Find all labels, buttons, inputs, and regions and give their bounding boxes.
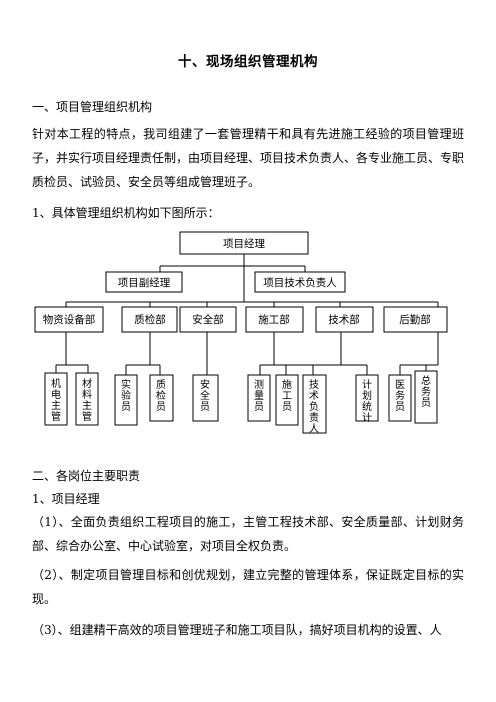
org-staff-char: 术 (309, 390, 319, 402)
org-staff-char: 机 (51, 377, 61, 390)
section1-sub: 1、具体管理组织机构如下图所示： (32, 206, 220, 220)
org-box-dept-safety (179, 306, 237, 333)
org-staff-char: 务 (421, 385, 431, 398)
org-box-staff-general (414, 370, 438, 424)
org-label-tech-lead: 项目技术负责人 (263, 276, 337, 289)
org-staff-char: 员 (254, 401, 264, 413)
org-box-deputy (105, 271, 183, 293)
org-box-staff-planning (355, 374, 379, 422)
page-title: 十、现场组织管理机构 (178, 54, 318, 70)
org-staff-char: 管 (51, 410, 61, 423)
org-staff-char: 医 (395, 379, 405, 391)
org-box-staff-material (75, 372, 99, 426)
org-chart: 项目经理 项目副经理 项目技术负责人 物资设备部 质检部 安全部 施工部 技术部… (34, 231, 448, 435)
org-staff-char: 料 (82, 388, 92, 401)
org-label-dept: 技术部 (328, 313, 360, 326)
org-label-dept: 施工部 (258, 313, 290, 326)
org-staff-char: 实 (121, 378, 131, 391)
org-label-dept: 物资设备部 (43, 313, 96, 326)
org-staff-char: 员 (121, 401, 131, 413)
duty-2: （2）、制定项目管理目标和创优规划，建立完整的管理体系，保证既定目标的实现。 (32, 568, 464, 606)
org-staff-char: 员 (395, 401, 405, 413)
duty-1: （1）、全面负责组织工程项目的施工，主管工程技术部、安全质量部、计划财务部、综合… (32, 515, 464, 553)
section2-heading: 二、各岗位主要职责 (32, 469, 141, 483)
section2-sub1: 1、项目经理 (32, 492, 100, 506)
org-box-staff-techlead (302, 374, 327, 434)
org-box-tech-lead (254, 271, 346, 293)
org-staff-char: 划 (362, 389, 372, 402)
org-box-staff-medical (388, 374, 412, 422)
org-staff-char: 务 (395, 389, 405, 402)
org-staff-char: 量 (254, 390, 264, 402)
org-staff-char: 负 (309, 400, 319, 413)
org-staff-char: 电 (51, 388, 61, 401)
org-staff-char: 员 (156, 401, 166, 413)
org-staff-char: 总 (421, 374, 431, 387)
org-box-staff-construction (275, 374, 299, 426)
org-box-dept-logistics (383, 306, 448, 333)
org-staff-char: 检 (156, 389, 166, 402)
org-staff-char: 安 (200, 378, 210, 391)
org-box-staff-qc (149, 374, 174, 422)
org-label-dept: 质检部 (134, 313, 166, 326)
org-staff-char: 人 (309, 423, 319, 435)
org-box-dept-technical (315, 306, 374, 333)
org-staff-char: 主 (51, 400, 61, 412)
org-box-staff-lab (114, 374, 138, 426)
org-box-staff-safety (192, 374, 219, 422)
org-box-staff-electrical (44, 372, 68, 426)
org-label-top: 项目经理 (223, 237, 265, 250)
org-staff-char: 员 (200, 401, 210, 413)
org-staff-char: 责 (309, 411, 319, 424)
section1-intro: 针对本工程的特点，我司组建了一套管理精干和具有先进施工经验的项目管理班子，并实行… (32, 127, 465, 189)
org-staff-char: 统 (362, 400, 372, 413)
org-staff-char: 质 (156, 379, 166, 391)
org-staff-char: 计 (362, 411, 372, 424)
org-staff-char: 材 (82, 377, 92, 390)
org-label-dept: 安全部 (192, 313, 224, 326)
org-staff-char: 员 (282, 401, 292, 413)
org-label-dept: 后勤部 (399, 313, 431, 326)
org-box-dept-materials (34, 306, 104, 333)
org-staff-char: 工 (282, 391, 292, 402)
section1-heading: 一、项目管理组织机构 (32, 100, 153, 114)
org-staff-char: 技 (309, 378, 319, 391)
org-staff-char: 计 (362, 378, 372, 391)
org-staff-char: 施 (282, 378, 292, 391)
org-staff-char: 测 (254, 378, 264, 391)
org-label-deputy: 项目副经理 (118, 276, 171, 289)
org-staff-char: 员 (421, 397, 431, 409)
org-staff-char: 主 (82, 400, 92, 412)
org-staff-char: 验 (121, 389, 131, 402)
org-box-staff-survey (247, 374, 271, 422)
org-staff-char: 管 (82, 410, 92, 423)
duty-3: （3）、组建精干高效的项目管理班子和施工项目队，搞好项目机构的设置、人 (32, 623, 442, 637)
org-staff-char: 全 (200, 389, 210, 402)
